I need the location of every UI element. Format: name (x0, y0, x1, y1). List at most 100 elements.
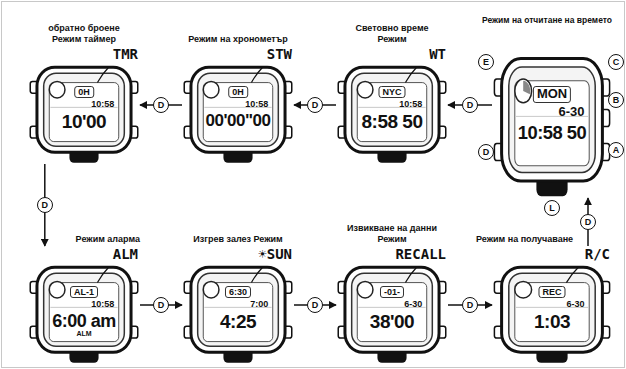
watch-case (37, 267, 131, 352)
dial-ring (357, 281, 373, 298)
mode-watch: Изгрев залез Режим☀SUN6:307:004:25 (182, 246, 294, 364)
watch-illustration (492, 246, 612, 364)
mode-code: R/C (583, 246, 612, 262)
button-callout: D (462, 97, 478, 113)
lcd-text: MON (533, 86, 571, 103)
button-callout: D (153, 97, 169, 113)
button-letter: L (544, 200, 560, 216)
lcd-text: 7:00 (250, 299, 268, 309)
watch-bezel (198, 73, 279, 146)
leader-line (97, 67, 108, 82)
watch-case (502, 267, 603, 352)
button-letter: B (608, 92, 624, 108)
mode-code: RECALL (393, 246, 448, 262)
watch-case (37, 67, 131, 152)
lcd-main-digits: 4:25 (220, 311, 256, 333)
button-letter: D (478, 144, 494, 160)
dial-ring (203, 81, 219, 98)
mode-watch: Режим на получаванеR/CREC6-301:03 (492, 246, 612, 364)
mode-title: обратно броене Режим таймер (39, 23, 129, 44)
button-callout: D (153, 297, 169, 313)
leader-line (97, 267, 108, 282)
dial-sector (523, 81, 530, 95)
lcd-main-digits: 10'00 (62, 111, 106, 133)
lcd-text: NYC (378, 86, 405, 98)
leader-line (405, 267, 416, 282)
lcd-text: 10:58 (91, 99, 114, 109)
lcd-main-digits: 6:00 am (52, 311, 116, 332)
lcd-text: 6-30 (566, 299, 584, 309)
watch-illustration (28, 246, 140, 364)
button-callout: D (307, 97, 323, 113)
watch-bezel (44, 273, 125, 346)
lcd-main-digits: 38'00 (370, 311, 414, 333)
mode-title: Режим аларма (76, 234, 140, 244)
lcd-text: 6-30 (404, 299, 422, 309)
dial-ring (49, 81, 65, 98)
mode-watch: Режим алармаALMAL-110:586:00 amALM (28, 246, 140, 364)
dial-ring (49, 281, 65, 298)
mode-code: ALM (111, 246, 140, 262)
mode-watch: Световно време РежимWTNYC10:588:58 50 (336, 46, 448, 164)
lcd-main-digits: 1:03 (534, 311, 570, 333)
mode-watch: Режим на хронометърSTW0H10:5800'00"00 (182, 46, 294, 164)
button-callout: D (580, 214, 596, 230)
watch-case (191, 267, 285, 352)
watch-bezel (509, 67, 595, 172)
lcd-text: REC (538, 286, 565, 298)
mode-code: WT (427, 46, 448, 62)
lcd-text: -01- (380, 286, 404, 298)
button-callout: D (307, 297, 323, 313)
button-letter: E (478, 54, 494, 70)
lcd-text: ALM (76, 330, 91, 338)
mode-title: Режим на отчитане на времето (482, 16, 612, 26)
dial-ring (515, 281, 532, 298)
lcd-text: 0H (228, 86, 248, 98)
lcd-main-digits: 00'00"00 (206, 111, 271, 131)
mode-title: Режим на хронометър (188, 34, 288, 44)
watch-illustration (336, 246, 448, 364)
lcd-text: 6:30 (225, 286, 251, 298)
watch-illustration (182, 246, 294, 364)
watch-bezel (352, 73, 433, 146)
leader-line (251, 67, 262, 82)
lcd-text: 10:58 (245, 99, 268, 109)
watch-bezel (198, 273, 279, 346)
lcd-text: 6-30 (558, 105, 584, 120)
dial-ring (515, 79, 532, 103)
watch-case (502, 59, 603, 181)
button-callout: D (462, 297, 478, 313)
leader-line (566, 267, 578, 282)
watch-illustration (336, 46, 448, 164)
dial-ring (203, 281, 219, 298)
watch-illustration (28, 46, 140, 164)
watch-case (345, 67, 439, 152)
button-callout: D (37, 197, 53, 213)
watch-illustration (492, 28, 612, 198)
lcd-text: 10:58 (91, 299, 114, 309)
mode-code: STW (265, 46, 294, 62)
lcd-text: AL-1 (70, 286, 98, 298)
button-letter: C (608, 54, 624, 70)
watch-case (191, 67, 285, 152)
watch-bezel (352, 273, 433, 346)
lcd-text: 10:58 (399, 99, 422, 109)
dial-ring (357, 81, 373, 98)
mode-code: ☀SUN (256, 246, 294, 262)
lcd-main-digits: 10:58 50 (518, 122, 586, 143)
mode-title: Изгрев залез Режим (193, 234, 283, 244)
main-watch: Режим на отчитане на времетоMON6-3010:58… (492, 28, 612, 198)
mode-watch: обратно броене Режим таймерTMR0H10:5810'… (28, 46, 140, 164)
lcd-main-digits: 8:58 50 (362, 111, 423, 133)
mode-title: Световно време Режим (347, 23, 437, 44)
watch-case (345, 267, 439, 352)
mode-code: TMR (111, 46, 140, 62)
mode-watch: Извикване на данни РежимRECALL-01-6-3038… (336, 246, 448, 364)
mode-title: Режим на получаване (476, 234, 573, 244)
watch-illustration (182, 46, 294, 164)
watch-bezel (509, 273, 595, 346)
watch-bezel (44, 73, 125, 146)
lcd-text: 0H (74, 86, 94, 98)
mode-title: Извикване на данни Режим (337, 223, 447, 244)
